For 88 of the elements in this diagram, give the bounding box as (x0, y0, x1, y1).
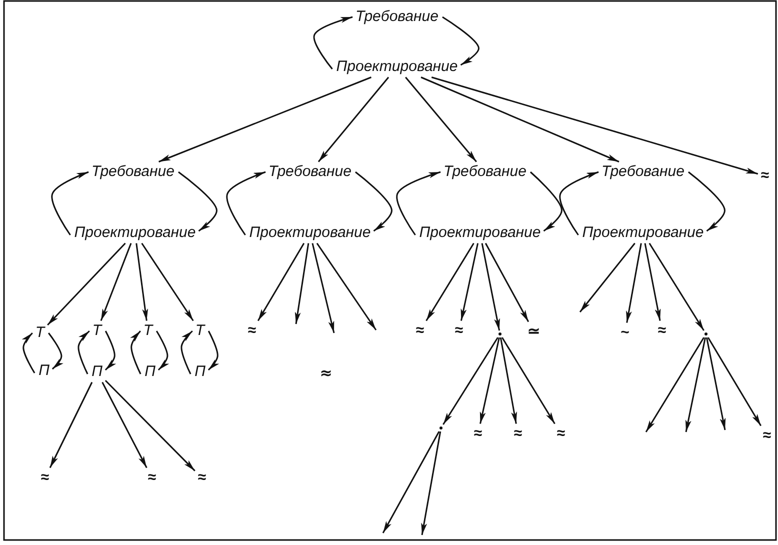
arrow (460, 243, 479, 321)
arrow (104, 330, 116, 371)
stage-label: П (194, 364, 206, 380)
arrow (396, 171, 441, 236)
arrow (382, 431, 440, 534)
arrow (648, 242, 704, 331)
stage-label: Требование (442, 164, 528, 180)
arrow (355, 171, 392, 232)
arrow (313, 16, 353, 70)
approx-symbol: ≈ (146, 470, 158, 486)
arrow (178, 171, 218, 232)
approx-symbol: ≈ (454, 322, 464, 340)
arrow (426, 242, 474, 322)
arrow (685, 337, 706, 432)
approx-symbol: ≃ (526, 324, 542, 340)
approx-symbol: ≈ (246, 322, 258, 340)
stage-label: Т (34, 324, 46, 342)
approx-symbol: ≈ (760, 168, 770, 184)
stage-label: П (38, 362, 50, 380)
approx-symbol: ≈ (320, 364, 332, 382)
approx-symbol: ≈ (472, 426, 484, 442)
arrow (130, 330, 142, 374)
branch-point (440, 426, 442, 430)
arrow (156, 330, 170, 371)
arrow (47, 242, 126, 326)
arrow (294, 243, 310, 324)
arrow (102, 382, 148, 468)
stage-label: Проектирование (248, 224, 372, 242)
arrow (500, 337, 517, 424)
arrow (318, 76, 390, 162)
arrow (100, 242, 132, 322)
stage-label: Проектирование (418, 224, 542, 242)
arrow (481, 243, 500, 331)
arrow (626, 243, 642, 323)
approx-symbol: ≈ (762, 428, 772, 444)
approx-symbol: ≈ (656, 322, 668, 340)
stage-label: Т (91, 322, 103, 340)
approx-symbol: ≈ (414, 322, 426, 340)
arrow (530, 171, 562, 232)
approx-symbol: ≈ (556, 426, 566, 442)
stage-label: Т (142, 322, 154, 340)
arrow (104, 380, 196, 472)
stage-label: П (144, 364, 156, 380)
arrow (707, 337, 762, 426)
arrow (442, 16, 480, 66)
arrow (502, 337, 556, 424)
arrow (78, 330, 90, 374)
arrow (312, 243, 335, 334)
arrow (559, 171, 599, 236)
arrow (645, 337, 704, 432)
arrow (442, 337, 498, 425)
arrow (141, 242, 194, 322)
approx-symbol: ≈ (196, 470, 208, 486)
stage-label: Требование (90, 164, 176, 180)
arrow (431, 76, 758, 175)
approx-symbol: ≈ (40, 470, 50, 486)
stage-label: П (90, 364, 104, 380)
branch-point (704, 332, 708, 336)
approx-symbol: ~ (620, 324, 630, 342)
arrow (484, 242, 530, 322)
arrow (136, 243, 148, 321)
branch-point (498, 332, 502, 336)
arrow (208, 330, 220, 371)
approx-symbol: ≈ (512, 426, 524, 442)
arrow (688, 171, 726, 232)
stage-label: Требование (268, 164, 352, 180)
arrow (421, 431, 442, 536)
arrow (22, 332, 36, 374)
arrow (480, 337, 500, 424)
arrow (579, 242, 636, 312)
stage-label: Требование (600, 164, 686, 180)
arrow (48, 332, 64, 370)
stage-label: Проектирование (335, 58, 459, 76)
stage-label: Проектирование (73, 224, 197, 242)
arrow (180, 330, 193, 374)
arrow (316, 242, 377, 330)
stage-label: Т (194, 322, 206, 340)
arrow (158, 76, 372, 162)
stage-label: Проектирование (581, 224, 705, 242)
arrow (420, 76, 620, 162)
arrow (405, 76, 477, 162)
arrow (51, 171, 89, 236)
stage-label: Требование (354, 8, 440, 26)
arrow (226, 171, 266, 236)
arrow (257, 242, 305, 322)
arrow (49, 382, 93, 468)
arrow (644, 243, 661, 321)
arrow (706, 337, 726, 430)
